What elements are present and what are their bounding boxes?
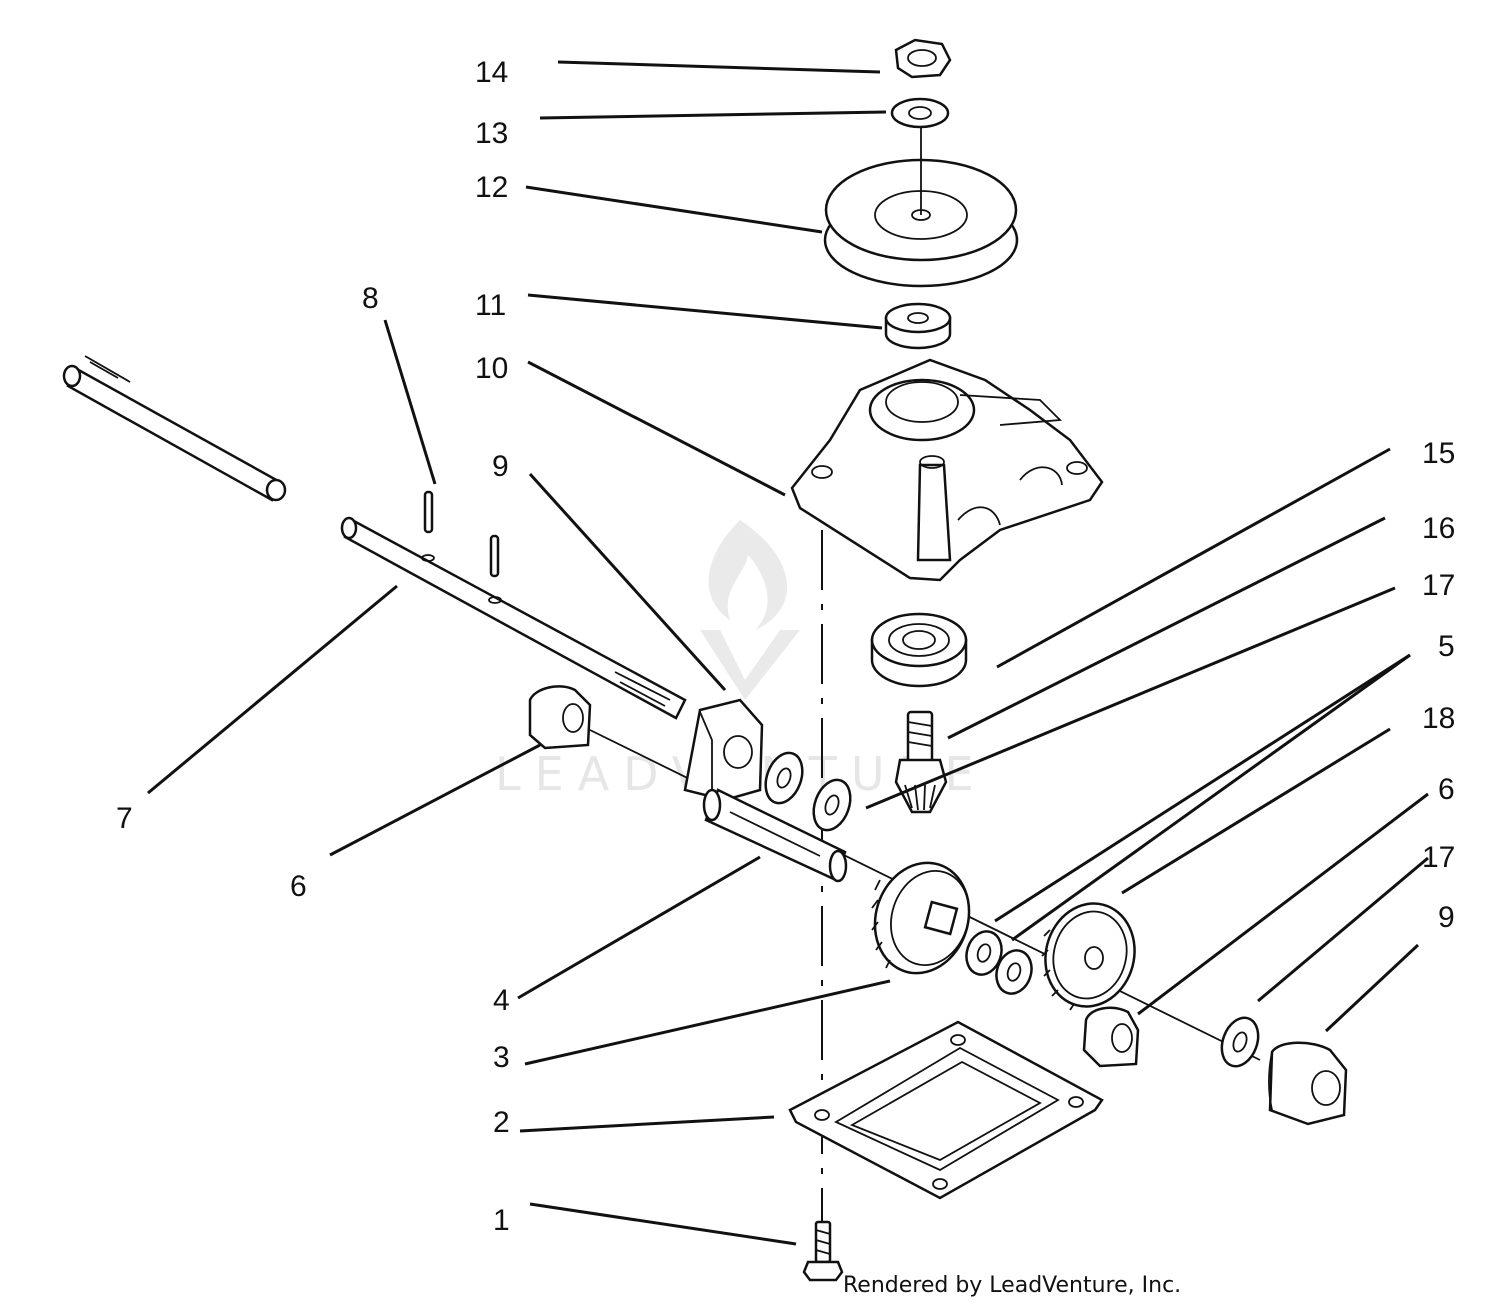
- callout-12: 12: [475, 171, 508, 204]
- callout-8: 8: [362, 282, 379, 315]
- callout-4: 4: [493, 984, 510, 1017]
- roll-pins: [421, 490, 502, 604]
- callout-16: 16: [1422, 512, 1455, 545]
- hex-screw: [802, 1220, 844, 1282]
- callout-9-left: 9: [492, 450, 509, 483]
- gasket-plate: [788, 1020, 1104, 1200]
- callout-numbers: 14 13 12 11 10 8 9 7 6 4 3 2 1 15 16 17 …: [116, 56, 1455, 1237]
- bearing-block-left: [528, 685, 592, 750]
- washer-top: [890, 97, 950, 129]
- callout-15: 15: [1422, 437, 1455, 470]
- callout-6-left: 6: [290, 870, 307, 903]
- callout-17-top: 17: [1422, 569, 1455, 602]
- bearing-block-right: [1082, 1006, 1140, 1068]
- callout-18: 18: [1422, 702, 1455, 735]
- callout-11: 11: [475, 289, 506, 322]
- thrust-washer-right: [1220, 1016, 1260, 1068]
- axle-short: [702, 788, 848, 883]
- callout-13: 13: [475, 117, 508, 150]
- callout-1: 1: [493, 1204, 510, 1237]
- washer-mid-1: [965, 930, 1003, 976]
- flange-nut: [894, 38, 952, 79]
- drive-shaft-upper: [62, 355, 287, 502]
- v-belt-pulley: [823, 128, 1019, 288]
- bevel-gear: [871, 861, 971, 975]
- gear-case-cover: [790, 358, 1104, 582]
- spacer: [884, 302, 952, 350]
- thrust-washer-left-1: [764, 751, 804, 805]
- callout-17-bottom: 17: [1422, 841, 1455, 874]
- callout-7: 7: [116, 802, 133, 835]
- callout-2: 2: [493, 1106, 510, 1139]
- callout-9-right: 9: [1438, 901, 1455, 934]
- callout-14: 14: [475, 56, 508, 89]
- spur-gear: [1041, 902, 1136, 1011]
- washer-mid-2: [995, 949, 1033, 995]
- callout-6-right: 6: [1438, 773, 1455, 806]
- callout-10: 10: [475, 352, 508, 385]
- bushing-right: [1268, 1041, 1348, 1126]
- pinion-shaft: [894, 710, 948, 814]
- render-credit: Rendered by LeadVenture, Inc.: [843, 1273, 1181, 1298]
- leader-lines: [147, 60, 1429, 1246]
- ball-bearing: [870, 612, 968, 688]
- thrust-washer-left-2: [812, 778, 852, 832]
- bushing-left: [683, 698, 764, 802]
- callout-5: 5: [1438, 630, 1455, 663]
- callout-3: 3: [493, 1041, 510, 1074]
